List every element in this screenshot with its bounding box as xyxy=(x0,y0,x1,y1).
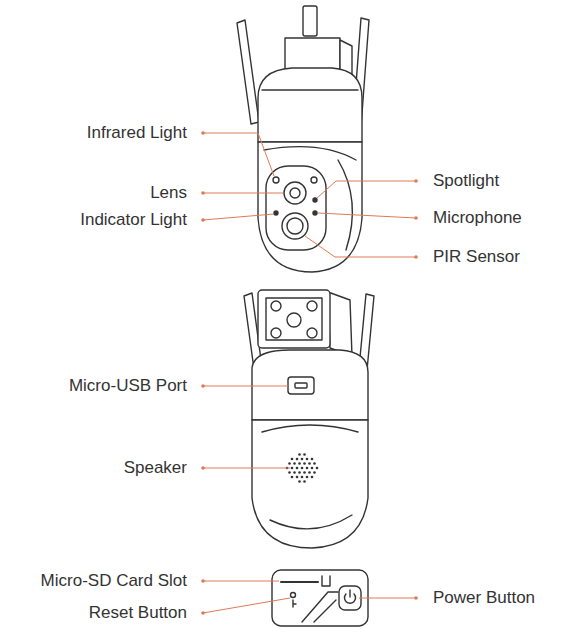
part-label: Spotlight xyxy=(433,171,499,191)
power-symbol xyxy=(349,590,350,597)
dome-seam xyxy=(264,147,356,160)
indicator-light xyxy=(274,211,278,215)
leader-line xyxy=(203,133,274,176)
screw-hole xyxy=(307,328,317,338)
screw-hole xyxy=(307,301,317,311)
lens xyxy=(290,188,300,198)
pir-sensor xyxy=(282,213,308,239)
lower-dome xyxy=(258,142,362,272)
part-label: Infrared Light xyxy=(87,123,187,143)
dome-seam xyxy=(338,160,352,250)
leader-line xyxy=(203,468,290,469)
reset-key xyxy=(293,600,296,607)
leader-lines xyxy=(203,133,416,613)
front-camera xyxy=(237,6,369,272)
infrared-light xyxy=(273,177,279,183)
part-label: Power Button xyxy=(433,588,535,608)
sd-slot xyxy=(281,581,318,583)
mount-pole xyxy=(303,6,317,36)
mount-bracket xyxy=(266,298,322,340)
part-label: Micro-USB Port xyxy=(69,376,187,396)
leader-line xyxy=(203,386,288,387)
power-button xyxy=(339,586,361,610)
leader-line xyxy=(203,598,290,613)
panel-ridge xyxy=(314,600,336,622)
part-label: Lens xyxy=(150,183,187,203)
panel-ridge xyxy=(302,592,338,622)
leader-line xyxy=(203,214,274,220)
back-camera xyxy=(244,290,374,548)
antenna xyxy=(237,20,259,124)
usb-port xyxy=(295,383,307,388)
screw-hole xyxy=(271,301,281,311)
lens xyxy=(284,182,306,204)
lower-dome xyxy=(252,420,368,548)
part-label: Reset Button xyxy=(89,603,187,623)
leader-line xyxy=(203,193,283,194)
part-label: Micro-SD Card Slot xyxy=(41,571,187,591)
part-label: PIR Sensor xyxy=(433,247,520,267)
reset-hole xyxy=(291,593,296,598)
infrared-light xyxy=(311,177,317,183)
dome-seam xyxy=(262,425,358,432)
screw-hole xyxy=(287,313,301,327)
upper-housing xyxy=(252,350,368,420)
leader-line xyxy=(317,181,416,198)
mount-plate xyxy=(328,292,352,356)
upper-housing xyxy=(258,68,362,142)
leader-line xyxy=(318,213,416,218)
face-plate xyxy=(266,166,326,250)
panel-outline xyxy=(272,570,368,626)
mount-bracket xyxy=(258,290,330,348)
leader-line xyxy=(203,581,279,582)
screw-hole xyxy=(271,328,281,338)
housing-seam xyxy=(262,89,358,90)
usb-port xyxy=(288,377,314,394)
sd-slot xyxy=(322,576,330,586)
port-panel xyxy=(272,570,368,626)
leader-line xyxy=(305,236,416,257)
pir-sensor xyxy=(287,218,303,234)
spotlight xyxy=(313,198,317,202)
part-label: Indicator Light xyxy=(80,210,187,230)
leader-dots xyxy=(201,131,418,615)
part-label: Microphone xyxy=(433,208,522,228)
part-label: Speaker xyxy=(124,458,187,478)
mount-bracket xyxy=(285,38,340,70)
speaker-grill xyxy=(286,453,319,483)
leader-line xyxy=(359,598,416,599)
dome-seam xyxy=(270,515,352,529)
microphone xyxy=(313,211,317,215)
